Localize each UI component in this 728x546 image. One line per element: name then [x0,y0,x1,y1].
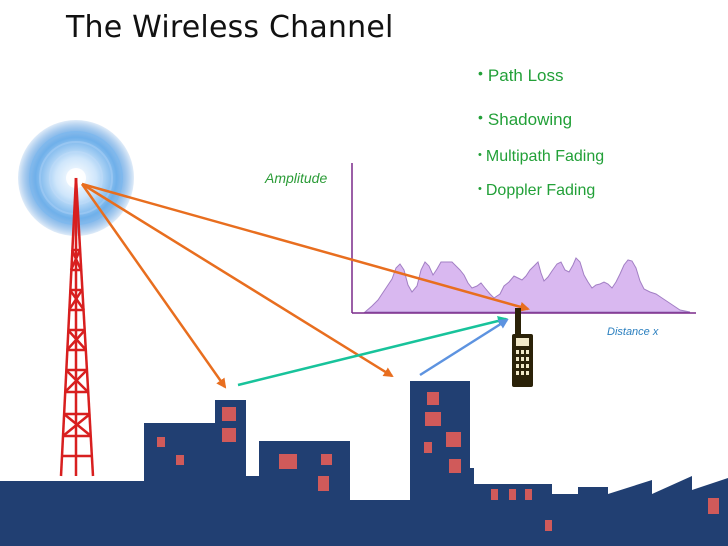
scattered-ray-to-ground [80,183,227,389]
reflected-ray-green [237,316,508,387]
bullet-dot-icon: • [478,65,483,81]
list-item-multipath-fading: • Multipath Fading [478,148,604,166]
bullet-dot-icon: • [478,183,482,195]
list-item-path-loss: • Path Loss [478,65,564,86]
mobile-phone-icon [512,308,533,387]
direct-ray [81,182,530,312]
reflected-ray-blue [419,318,509,377]
bullet-dot-icon: • [478,149,482,161]
amplitude-plot [351,163,696,314]
x-axis-label: Distance x [607,326,659,338]
direct-rays [80,182,530,389]
city-skyline [0,381,728,546]
reflected-ray-to-building [81,182,394,378]
signal-envelope [363,257,691,313]
buildings [0,381,728,546]
building-windows [157,392,719,531]
list-item-doppler-fading: • Doppler Fading [478,182,595,200]
list-item-label: Doppler Fading [485,182,596,199]
list-item-label: Multipath Fading [485,148,605,165]
list-item-label: Shadowing [487,110,573,129]
y-axis-label: Amplitude [265,170,328,186]
list-item-label: Path Loss [487,66,564,85]
page-title: The Wireless Channel [66,10,394,45]
list-item-shadowing: • Shadowing [478,109,573,130]
bullet-dot-icon: • [478,109,483,125]
transmission-tower-icon [59,177,95,477]
